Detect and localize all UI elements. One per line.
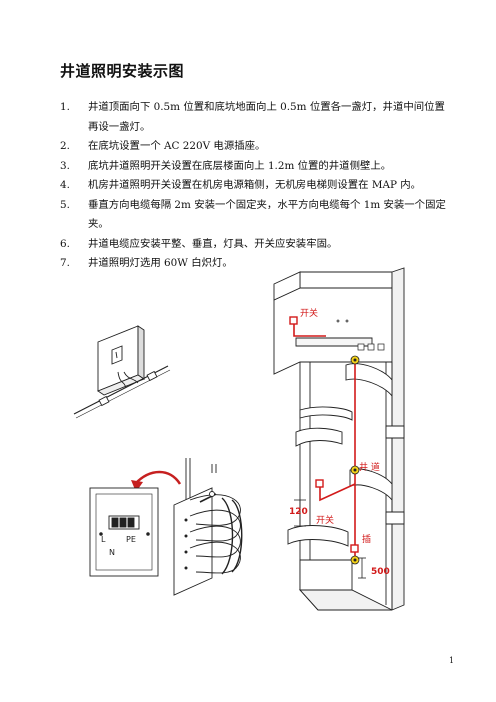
item-number: 2.	[60, 140, 70, 152]
cable-ends	[184, 518, 188, 570]
list-item: 2. 在底坑设置一个 AC 220V 电源插座。	[60, 137, 452, 157]
socket-icon	[350, 544, 359, 553]
wall-switch-illustration	[73, 325, 171, 419]
item-text: 在底坑设置一个 AC 220V 电源插座。	[88, 140, 266, 152]
socket-label: 插	[362, 533, 371, 545]
list-item: 5. 垂直方向电缆每隔 2m 安装一个固定夹，水平方向电缆每个 1m 安装一个固定…	[60, 196, 452, 235]
item-text: 井道电缆应安装平整、垂直，灯具、开关应安装牢固。	[88, 237, 338, 250]
list-item: 4. 机房井道照明开关设置在机房电源箱侧，无机房电梯则设置在 MAP 内。	[60, 176, 452, 196]
item-number: 5.	[60, 198, 70, 211]
lamp-icon	[350, 465, 360, 475]
dimension-500	[358, 557, 366, 579]
page-title: 井道照明安装示图	[60, 62, 185, 80]
lamp-icon	[350, 355, 360, 365]
item-number: 7.	[60, 257, 70, 269]
lamp-icon	[350, 555, 360, 565]
item-text: 垂直方向电缆每隔 2m 安装一个固定夹，水平方向电缆每个 1m 安装一个固定夹。	[88, 198, 446, 231]
item-number: 6.	[60, 237, 70, 250]
list-item: 1. 井道顶面向下 0.5m 位置和底坑地面向上 0.5m 位置各一盏灯，井道中间…	[60, 98, 452, 137]
panel-n-label: N	[109, 548, 115, 557]
item-number: 3.	[60, 159, 70, 172]
list-item: 3. 底坑井道照明开关设置在底层楼面向上 1.2m 位置的井道侧壁上。	[60, 157, 452, 177]
panel-l-label: L	[101, 535, 106, 544]
top-switch-label: 开关	[300, 307, 318, 319]
item-text: 底坑井道照明开关设置在底层楼面向上 1.2m 位置的井道侧壁上。	[88, 159, 392, 172]
item-number: 4.	[60, 179, 70, 191]
top-switch-icon	[289, 316, 298, 325]
socket-panel-illustration	[89, 487, 159, 577]
dim-120-label: 120	[289, 507, 308, 517]
instruction-list: 1. 井道顶面向下 0.5m 位置和底坑地面向上 0.5m 位置各一盏灯，井道中间…	[60, 98, 452, 274]
item-text: 井道照明灯选用 60W 白炽灯。	[88, 257, 233, 269]
bottom-switch-icon	[315, 479, 324, 488]
dim-500-label: 500	[371, 567, 390, 577]
elevator-shaft-illustration	[273, 267, 405, 611]
list-item: 6. 井道电缆应安装平整、垂直，灯具、开关应安装牢固。	[60, 235, 452, 255]
arrow-head-icon	[131, 480, 143, 492]
dimension-120	[294, 499, 306, 527]
page-number: 1	[449, 656, 455, 665]
machine-room-outlets	[336, 319, 385, 351]
panel-pe-label: PE	[126, 535, 136, 544]
rotate-arrow-icon	[134, 470, 182, 485]
shaft-label: 井 道	[359, 461, 380, 473]
cable-bracket-illustration	[173, 458, 243, 596]
item-number: 1.	[60, 101, 70, 113]
bottom-switch-label: 开关	[316, 514, 334, 526]
item-text: 机房井道照明开关设置在机房电源箱侧，无机房电梯则设置在 MAP 内。	[88, 179, 422, 191]
list-item: 7. 井道照明灯选用 60W 白炽灯。	[60, 254, 452, 274]
item-text: 井道顶面向下 0.5m 位置和底坑地面向上 0.5m 位置各一盏灯，井道中间位置…	[88, 101, 445, 133]
